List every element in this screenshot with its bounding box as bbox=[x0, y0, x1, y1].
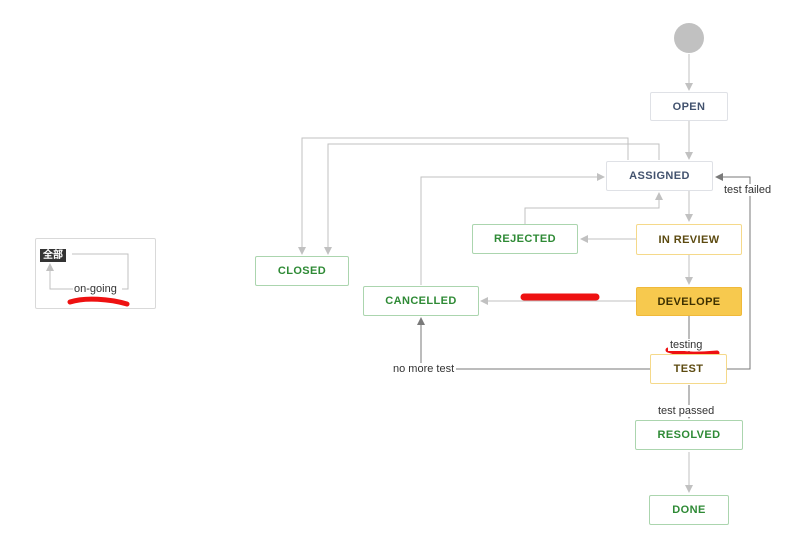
status-in-review[interactable]: IN REVIEW bbox=[636, 224, 742, 255]
transition-no-more-test[interactable]: no more test bbox=[391, 363, 457, 375]
legend-loop-arrow bbox=[46, 263, 73, 290]
transition-test-passed[interactable]: test passed bbox=[656, 405, 717, 417]
edge-cancelled-assigned bbox=[420, 173, 605, 285]
edge-rejected-assigned bbox=[524, 192, 663, 224]
status-done[interactable]: DONE bbox=[649, 495, 729, 525]
edge-test-assigned bbox=[715, 173, 751, 370]
legend-label: on-going bbox=[73, 283, 118, 295]
legend-panel bbox=[35, 238, 156, 309]
status-open[interactable]: OPEN bbox=[650, 92, 728, 121]
legend-tag: 全部 bbox=[40, 249, 66, 262]
transition-testing[interactable]: testing bbox=[668, 339, 705, 351]
legend-loop-top bbox=[72, 253, 129, 290]
status-develope[interactable]: DEVELOPE bbox=[636, 287, 742, 316]
edge-assigned-closed-b bbox=[324, 143, 660, 255]
status-closed[interactable]: CLOSED bbox=[255, 256, 349, 286]
status-test[interactable]: TEST bbox=[650, 354, 727, 384]
status-assigned[interactable]: ASSIGNED bbox=[606, 161, 713, 191]
status-resolved[interactable]: RESOLVED bbox=[635, 420, 743, 450]
redaction-mark-legend bbox=[67, 296, 130, 307]
status-rejected[interactable]: REJECTED bbox=[472, 224, 578, 254]
transition-test-failed[interactable]: test failed bbox=[722, 184, 774, 196]
start-node bbox=[674, 23, 704, 53]
edge-test-cancelled bbox=[417, 317, 650, 370]
status-cancelled[interactable]: CANCELLED bbox=[363, 286, 479, 316]
edge-assigned-closed-a bbox=[298, 137, 629, 255]
